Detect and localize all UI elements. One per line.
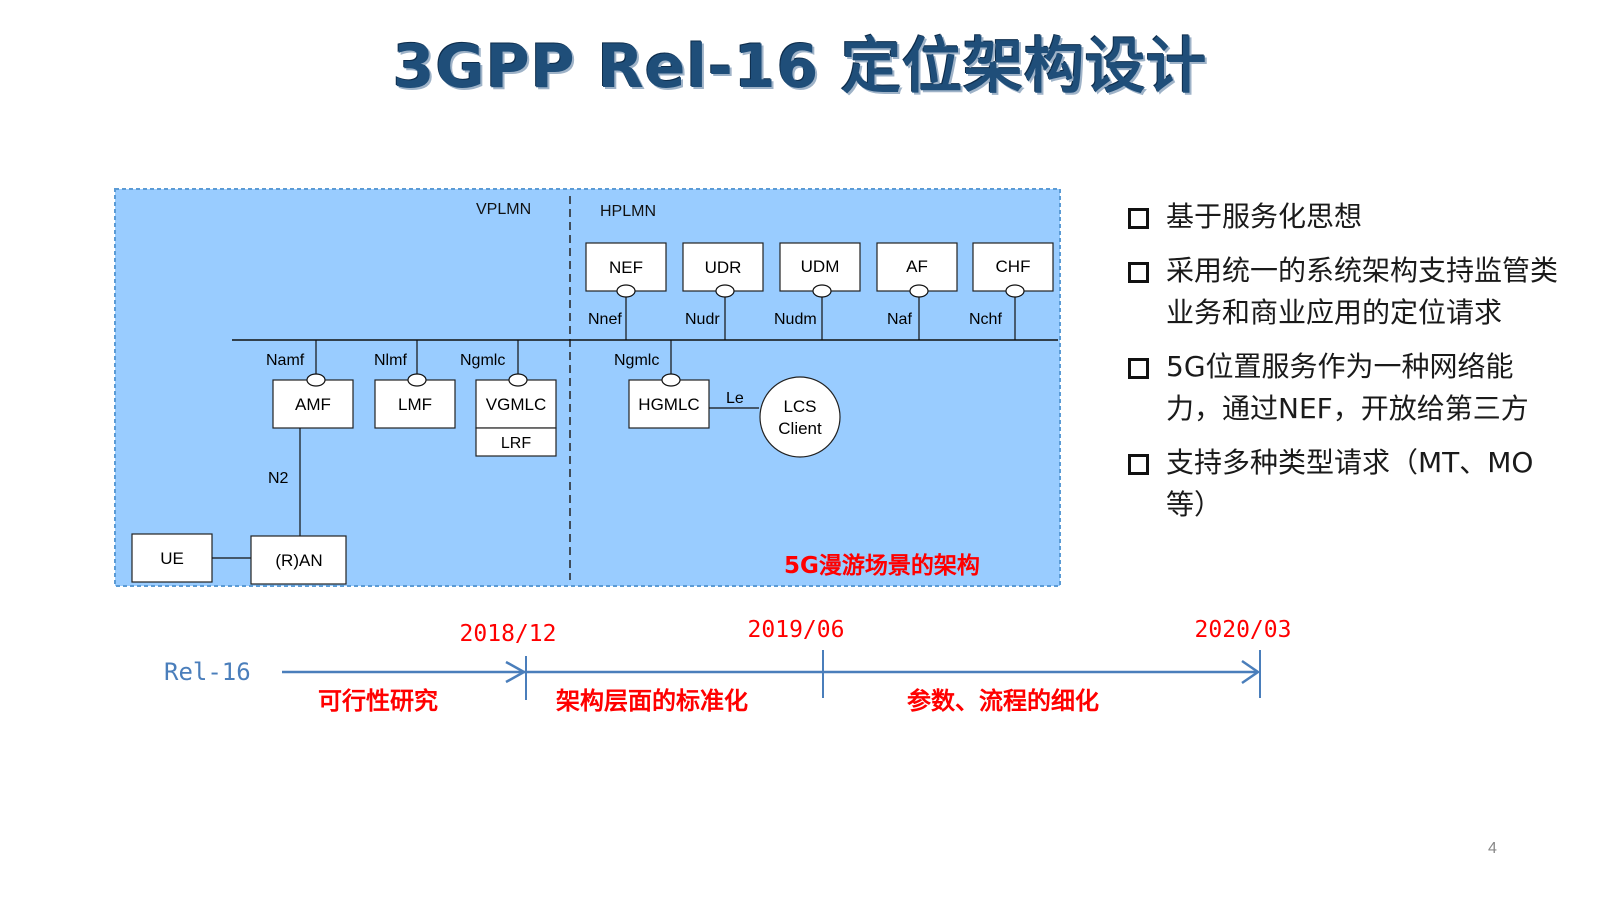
n2-label: N2: [268, 470, 289, 487]
nf-udr: UDR Nudr: [682, 242, 764, 340]
arrow-head: [1241, 659, 1261, 685]
nf-sub-label: LRF: [501, 435, 531, 452]
nf-label: VGMLC: [486, 395, 546, 414]
checkbox-square-icon: [1128, 208, 1149, 229]
ran-node: (R)AN: [250, 535, 347, 585]
bullet-text: 5G位置服务作为一种网络能力，通过NEF，开放给第三方: [1166, 350, 1529, 425]
service-port: [715, 284, 735, 298]
bullet-list: 基于服务化思想 采用统一的系统架构支持监管类业务和商业应用的定位请求 5G位置服…: [1128, 196, 1568, 538]
nf-label: AMF: [295, 395, 331, 414]
service-port: [616, 284, 636, 298]
service-port: [407, 373, 427, 387]
bullet-text: 支持多种类型请求（MT、MO等）: [1166, 446, 1534, 521]
lcs-client-label-1: LCS: [783, 397, 816, 416]
bullet-item: 支持多种类型请求（MT、MO等）: [1128, 442, 1568, 526]
service-port: [661, 373, 681, 387]
arrow-head: [505, 660, 527, 684]
bullet-item: 5G位置服务作为一种网络能力，通过NEF，开放给第三方: [1128, 346, 1568, 430]
nf-label: NEF: [609, 258, 643, 277]
page-number: 4: [1488, 840, 1497, 857]
diagram-caption: 5G漫游场景的架构: [784, 552, 980, 579]
nf-label: UDR: [705, 258, 742, 277]
nf-udm: UDM Nudm: [774, 242, 861, 340]
nf-hgmlc: Ngmlc HGMLC: [614, 340, 710, 429]
nf-vgmlc: Ngmlc VGMLC LRF: [460, 340, 557, 457]
timeline-phase: 架构层面的标准化: [556, 687, 748, 715]
interface-label: Nudm: [774, 311, 817, 328]
checkbox-square-icon: [1128, 358, 1149, 379]
interface-label: Namf: [266, 352, 305, 369]
ue-node: UE: [131, 533, 213, 583]
lcs-client: LCS Client: [759, 376, 841, 458]
nf-label: UDM: [801, 257, 840, 276]
timeline-date: 2018/12: [460, 621, 557, 647]
nf-af: AF Naf: [876, 242, 958, 340]
nf-label: AF: [906, 257, 928, 276]
service-port: [812, 284, 832, 298]
bullet-text: 采用统一的系统架构支持监管类业务和商业应用的定位请求: [1166, 254, 1559, 329]
service-port: [1005, 284, 1025, 298]
nf-amf: Namf AMF: [266, 340, 354, 429]
ran-label: (R)AN: [275, 551, 322, 570]
interface-label: Ngmlc: [460, 352, 505, 369]
page-title: 3GPP Rel-16 定位架构设计: [392, 32, 1208, 102]
nf-lmf: Nlmf LMF: [374, 340, 456, 429]
checkbox-square-icon: [1128, 262, 1149, 283]
nf-label: LMF: [398, 395, 432, 414]
le-label: Le: [726, 390, 744, 407]
timeline-date: 2020/03: [1195, 617, 1292, 643]
vplmn-label: VPLMN: [476, 201, 531, 218]
ue-label: UE: [160, 549, 184, 568]
checkbox-square-icon: [1128, 454, 1149, 475]
nf-chf: CHF Nchf: [969, 242, 1054, 340]
bullet-item: 采用统一的系统架构支持监管类业务和商业应用的定位请求: [1128, 250, 1568, 334]
timeline-phase: 参数、流程的细化: [907, 687, 1099, 715]
interface-label: Nchf: [969, 311, 1002, 328]
service-port: [909, 284, 929, 298]
nf-label: HGMLC: [638, 395, 699, 414]
hplmn-label: HPLMN: [600, 203, 656, 220]
service-port: [306, 373, 326, 387]
nf-label: CHF: [996, 257, 1031, 276]
bullet-item: 基于服务化思想: [1128, 196, 1568, 238]
timeline-date: 2019/06: [748, 617, 845, 643]
interface-label: Ngmlc: [614, 352, 659, 369]
interface-label: Nnef: [588, 311, 622, 328]
timeline-phase: 可行性研究: [318, 687, 438, 715]
release-timeline: Rel-16 2018/12 2019/06 2020/03 可行性研究 架构层…: [164, 617, 1292, 715]
timeline-label: Rel-16: [164, 658, 251, 686]
interface-label: Nudr: [685, 311, 720, 328]
service-port: [508, 373, 528, 387]
bullet-text: 基于服务化思想: [1166, 200, 1363, 233]
architecture-diagram: VPLMN HPLMN NEF Nnef UDR Nudr UDM Nudm A…: [114, 188, 1061, 587]
interface-label: Nlmf: [374, 352, 407, 369]
nf-nef: NEF Nnef: [585, 242, 667, 340]
interface-label: Naf: [887, 311, 912, 328]
lcs-client-label-2: Client: [778, 419, 822, 438]
